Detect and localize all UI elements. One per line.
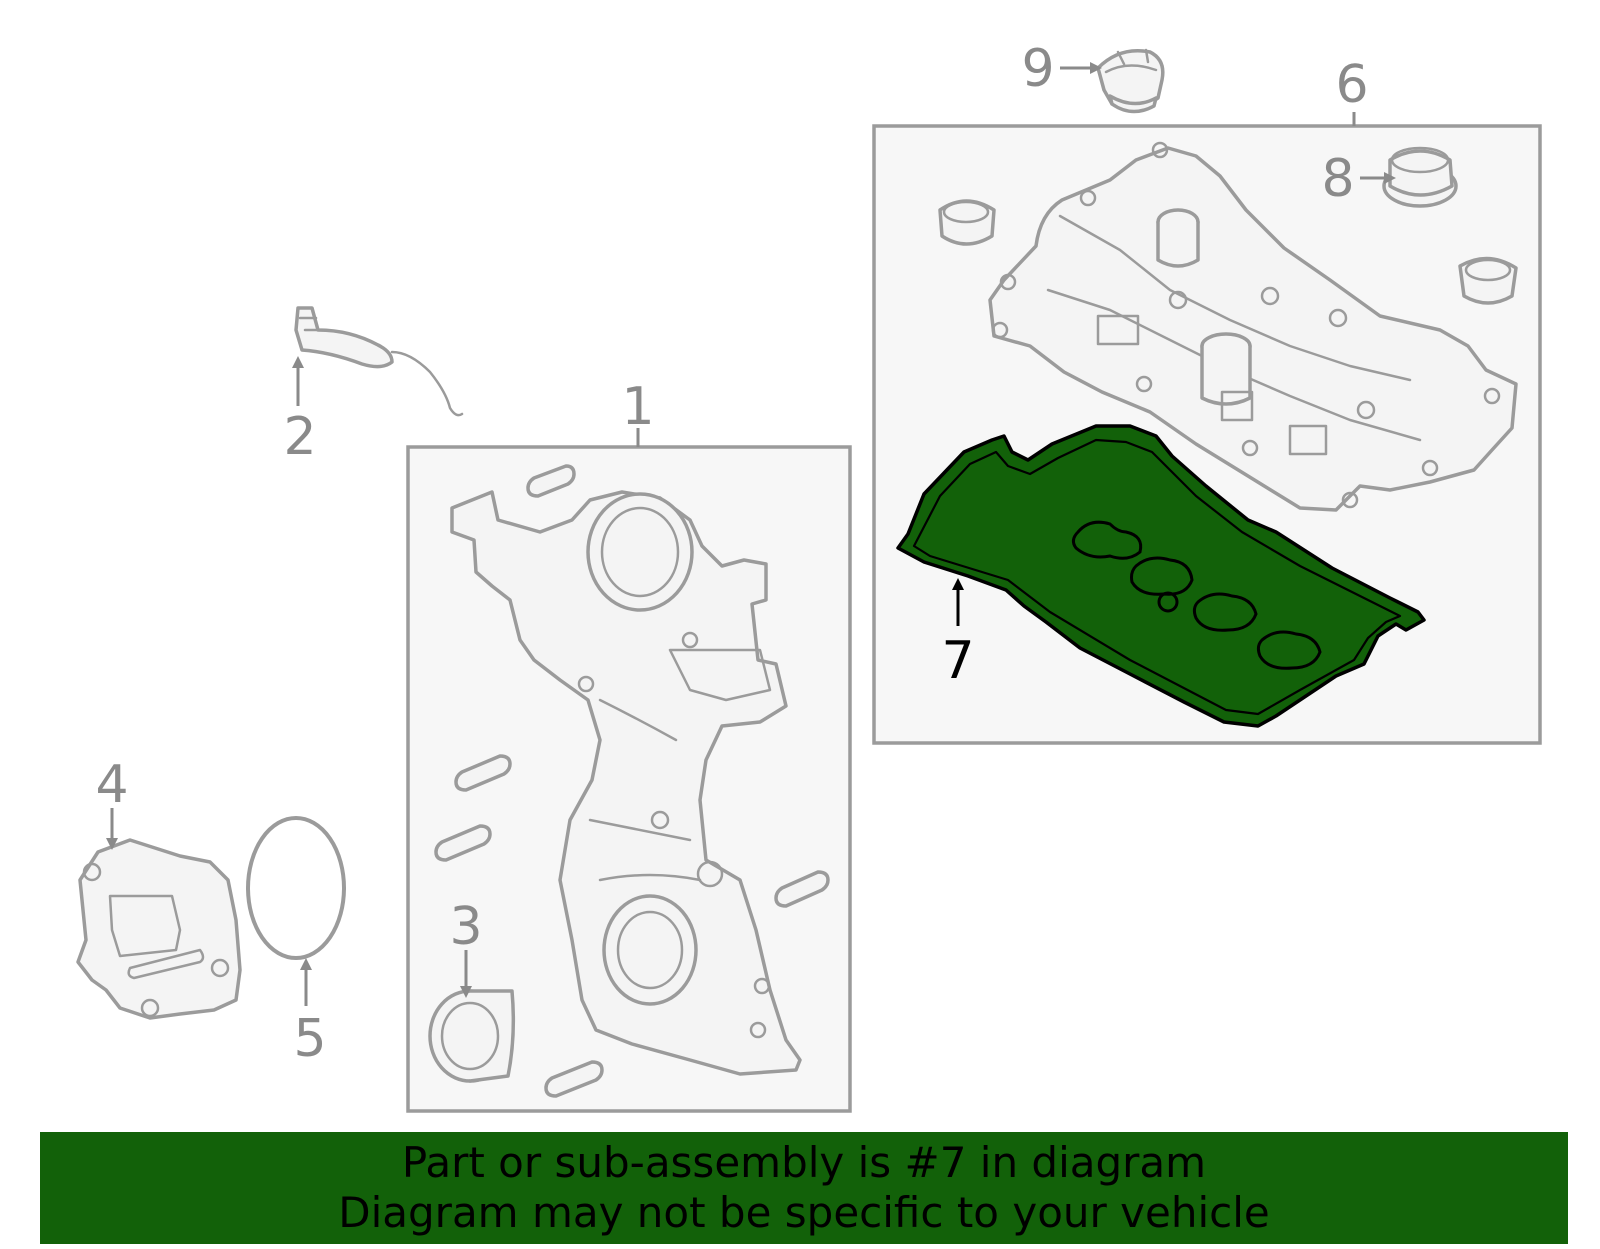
grommets bbox=[938, 199, 1518, 305]
leader-lines bbox=[106, 62, 1396, 1006]
callout-1[interactable]: 1 bbox=[621, 377, 654, 437]
part-8-grommet[interactable] bbox=[1382, 146, 1458, 208]
callout-4[interactable]: 4 bbox=[95, 755, 128, 815]
part-6-valve-cover[interactable] bbox=[988, 141, 1518, 512]
callout-6[interactable]: 6 bbox=[1335, 55, 1368, 115]
bolts bbox=[434, 464, 830, 1098]
callout-9[interactable]: 9 bbox=[1021, 39, 1054, 99]
part-9-filler-cap[interactable] bbox=[1096, 48, 1165, 114]
banner-line-1: Part or sub-assembly is #7 in diagram bbox=[401, 1138, 1207, 1187]
part-4-cover[interactable] bbox=[76, 838, 242, 1020]
part-1-timing-cover[interactable] bbox=[450, 490, 802, 1076]
part-3-seal[interactable] bbox=[428, 989, 516, 1083]
callout-3[interactable]: 3 bbox=[449, 897, 482, 957]
part-5-oring[interactable] bbox=[246, 816, 346, 960]
banner-line-2: Diagram may not be specific to your vehi… bbox=[338, 1188, 1270, 1237]
callout-5[interactable]: 5 bbox=[293, 1009, 326, 1069]
callouts: 1 2 3 4 5 6 7 8 9 bbox=[95, 39, 1368, 1069]
part-2-sensor[interactable] bbox=[294, 306, 464, 417]
part-7-gasket[interactable] bbox=[896, 424, 1426, 728]
info-banner: Part or sub-assembly is #7 in diagram Di… bbox=[40, 1132, 1568, 1244]
callout-2[interactable]: 2 bbox=[283, 407, 316, 467]
callout-7[interactable]: 7 bbox=[941, 631, 974, 691]
callout-8[interactable]: 8 bbox=[1321, 149, 1354, 209]
